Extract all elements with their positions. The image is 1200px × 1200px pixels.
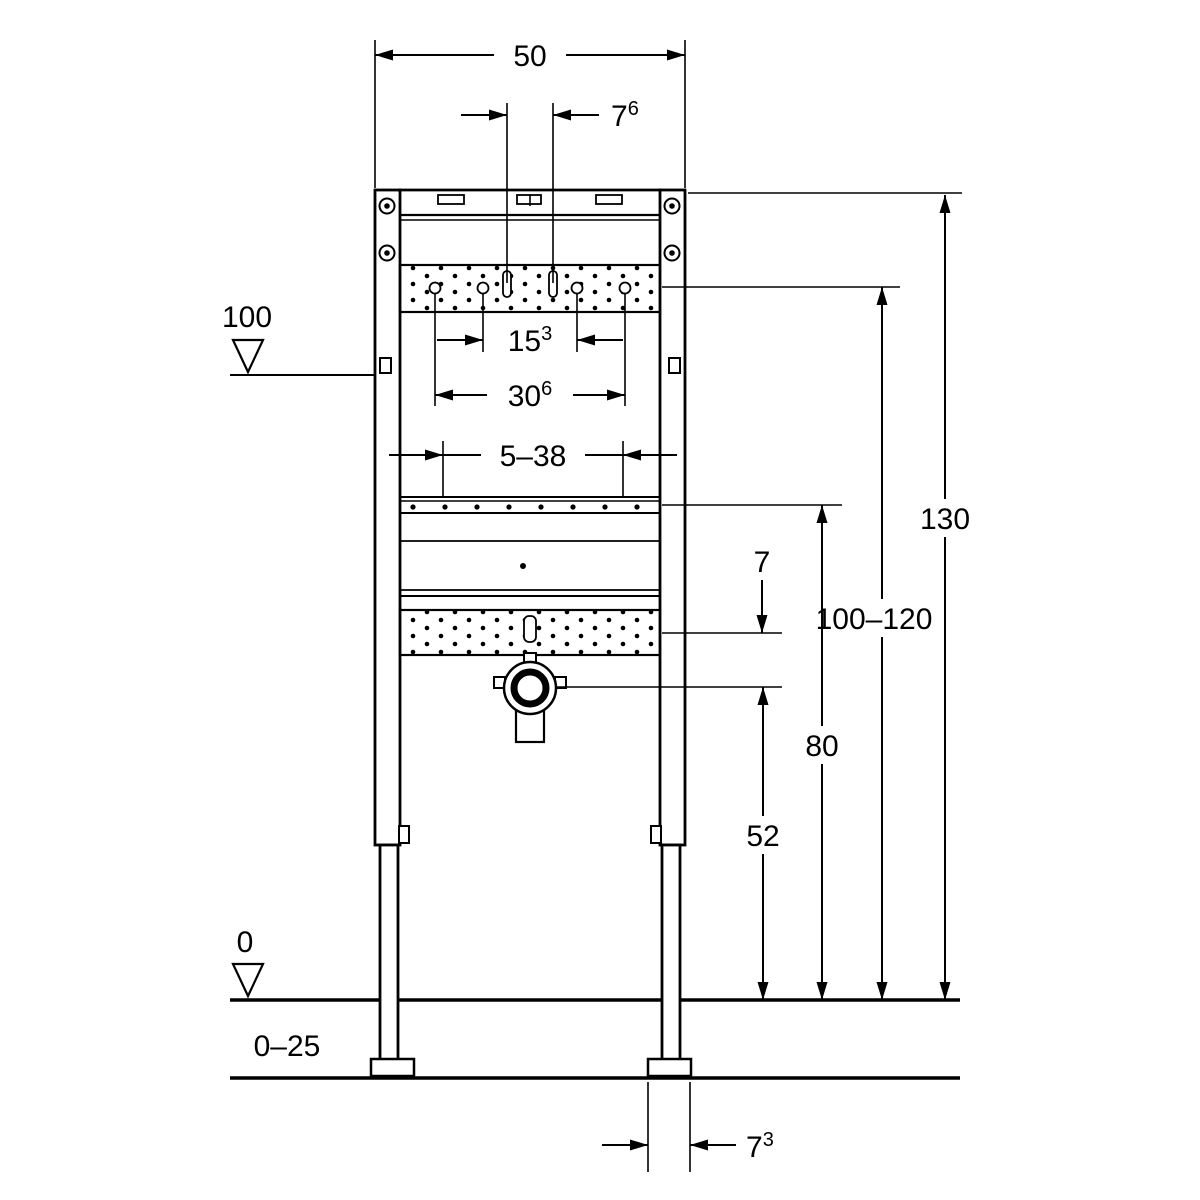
left-leg [378,843,400,1063]
dim-label-52: 52 [746,820,779,853]
dim-label-15-3: 153 [508,323,553,358]
dim-range-5-38: 5–38 [389,437,677,497]
lower-mounting-plate [398,608,662,657]
dim-height-130: 130 [688,192,985,1000]
dim-holes-30-6: 306 [434,294,626,413]
level-triangle-icon [231,962,265,999]
dim-slots-7-6: 76 [461,98,639,283]
level-marker-upper: 100 [222,301,375,376]
dim-height-52: 52 [556,686,793,1000]
upper-mounting-plate [398,263,662,314]
dim-offset-7: 7 [662,546,782,634]
dim-label-5-38: 5–38 [500,440,567,473]
dim-holes-15-3: 153 [437,294,623,358]
right-rail [658,188,687,847]
middle-crossmember [400,496,660,597]
rail-clamps [379,357,681,844]
dim-label-130: 130 [920,503,970,536]
left-foot [369,1057,416,1078]
dim-label-7: 7 [754,546,771,579]
floor-lines [230,998,960,1080]
top-crossbar [400,194,660,221]
dim-label-50: 50 [513,40,546,73]
dim-label-100-120: 100–120 [816,603,933,636]
level-upper-label: 100 [222,301,272,334]
right-leg [660,843,682,1063]
dim-label-80: 80 [805,730,838,763]
drain-connection [493,652,567,744]
dim-label-7-3: 73 [746,1129,774,1164]
level-triangle-icon [231,338,265,375]
level-floor-label: 0 [237,926,254,959]
left-rail [373,188,402,847]
level-marker-floor: 0 [231,926,265,999]
dim-label-7-6: 76 [611,98,639,133]
right-foot [646,1057,693,1078]
dim-height-80: 80 [662,504,852,1000]
dim-label-30-6: 306 [508,378,553,413]
dim-width-50: 50 [374,38,686,188]
corner-screws [378,197,681,262]
dim-range-100-120: 100–120 [662,286,942,1000]
dim-foot-7-3: 73 [602,1082,774,1172]
drain-pipe-ring [510,668,550,708]
installation-frame [369,188,693,1078]
floor-buildup-label: 0–25 [254,1030,321,1063]
